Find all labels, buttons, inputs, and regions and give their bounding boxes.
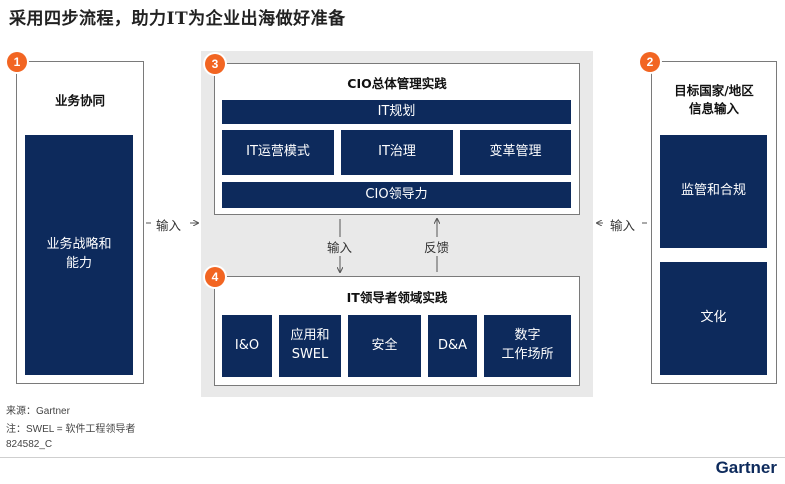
footnote-source: 来源：Gartner bbox=[6, 406, 70, 417]
arrow-left-label: 输入 bbox=[156, 218, 182, 233]
arrow-up-label: 反馈 bbox=[423, 237, 451, 256]
section-2-box-culture: 文化 bbox=[660, 262, 767, 375]
section-3-cio-leadership: CIO领导力 bbox=[222, 182, 571, 208]
section-1-title: 业务协同 bbox=[54, 93, 105, 108]
arrow-down-label: 输入 bbox=[326, 237, 354, 256]
page-title: 采用四步流程，助力IT为企业出海做好准备 bbox=[9, 9, 346, 29]
section-2-box-regulation: 监管和合规 bbox=[660, 135, 767, 248]
section-3-title: CIO总体管理实践 bbox=[347, 76, 447, 91]
section-2-badge: 2 bbox=[640, 52, 660, 72]
footnote-note: 注：SWEL = 软件工程领导者 bbox=[6, 424, 136, 435]
section-4-data-analytics: D&A bbox=[428, 315, 477, 377]
section-3-it-governance: IT治理 bbox=[341, 130, 453, 175]
section-3-it-operating-model: IT运营模式 bbox=[222, 130, 334, 175]
section-4-apps-swel: 应用和 SWEL bbox=[279, 315, 341, 377]
footer-divider bbox=[0, 457, 785, 458]
section-4-io: I&O bbox=[222, 315, 272, 377]
section-4-badge: 4 bbox=[205, 267, 225, 287]
section-2-title: 目标国家/地区 信息输入 bbox=[674, 83, 754, 116]
section-1-box: 业务战略和 能力 bbox=[25, 135, 133, 375]
section-4-digital-workplace: 数字 工作场所 bbox=[484, 315, 571, 377]
section-3-it-planning: IT规划 bbox=[222, 100, 571, 124]
footnote-id: 824582_C bbox=[6, 439, 53, 450]
section-3-change-management: 变革管理 bbox=[460, 130, 571, 175]
section-4-security: 安全 bbox=[348, 315, 421, 377]
section-3-badge: 3 bbox=[205, 54, 225, 74]
section-4-title: IT领导者领域实践 bbox=[346, 290, 448, 305]
section-1-badge: 1 bbox=[7, 52, 27, 72]
arrow-right-label: 输入 bbox=[610, 218, 636, 233]
gartner-logo: Gartner bbox=[715, 458, 777, 477]
